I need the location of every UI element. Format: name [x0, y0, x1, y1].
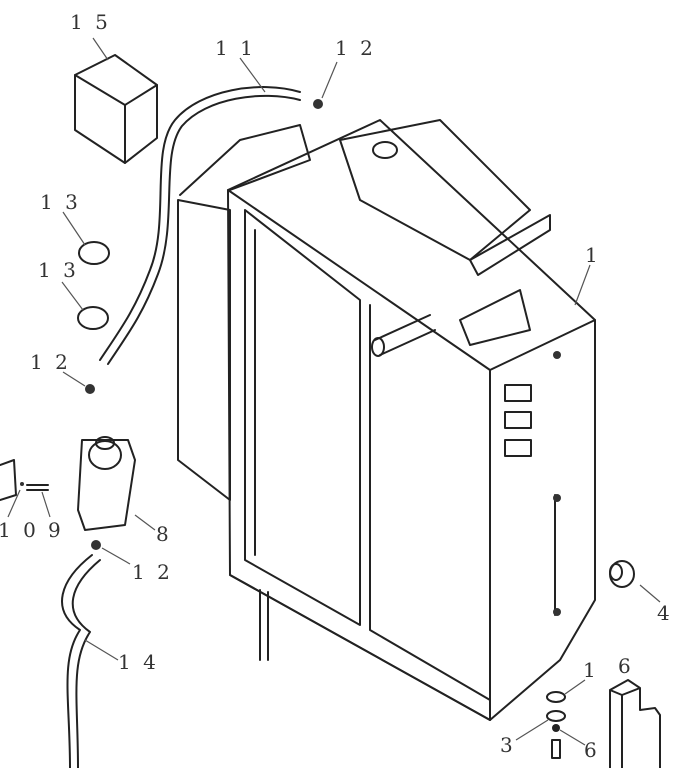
callout-11: 1 1 — [215, 36, 256, 60]
callout-9: 9 — [48, 518, 64, 542]
callout-6-bracket: 6 — [618, 654, 634, 678]
leader-lines — [7, 37, 661, 746]
part-8-tank — [77, 436, 136, 531]
part-4-plug — [609, 560, 635, 588]
callout-13-lower: 1 3 — [38, 258, 79, 282]
part-1-radiator — [177, 119, 596, 721]
callout-13-upper: 1 3 — [40, 190, 81, 214]
callout-14: 1 4 — [118, 650, 159, 674]
callout-12-tank: 1 2 — [132, 560, 173, 584]
callout-6-nut: 6 — [584, 738, 600, 762]
part-washers-bolt — [546, 691, 566, 759]
callout-1-radiator: 1 — [585, 243, 601, 267]
callout-15: 1 5 — [70, 10, 111, 34]
part-15-box — [74, 54, 158, 164]
callout-4: 4 — [657, 601, 673, 625]
callout-3: 3 — [500, 733, 516, 757]
part-12-nuts — [85, 99, 323, 550]
part-10-9-bolt — [0, 459, 49, 501]
part-6-bracket — [609, 679, 661, 768]
part-14-hose — [61, 554, 101, 768]
part-13-clamps — [77, 241, 110, 330]
callout-1-washer: 1 — [583, 658, 599, 682]
callout-12-top: 1 2 — [335, 36, 376, 60]
callout-8: 8 — [156, 522, 172, 546]
part-11-hose — [99, 86, 301, 365]
callout-12-left: 1 2 — [30, 350, 71, 374]
callout-10: 1 0 — [0, 518, 39, 542]
